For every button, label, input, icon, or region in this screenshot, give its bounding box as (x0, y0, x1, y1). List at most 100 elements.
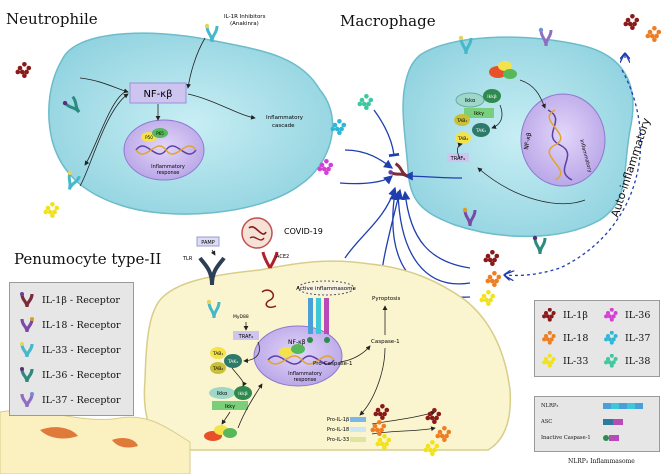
cytokine-cluster (317, 158, 334, 176)
svg-text:TRAF₆: TRAF₆ (450, 156, 466, 162)
il37-cluster-icon (604, 331, 618, 345)
svg-text:Ikkγ: Ikkγ (225, 404, 235, 410)
il33-receptor-icon (20, 342, 34, 358)
ikky-icon (464, 108, 494, 118)
il36-receptor-icon (62, 95, 81, 114)
cytokine-cluster (43, 201, 60, 219)
receptor-legend: IL-1β - Receptor IL-18 - Receptor IL-33 … (9, 282, 134, 416)
covid-virus-icon (241, 217, 273, 249)
il33-receptor-icon (67, 170, 81, 191)
nlrp3-icon (603, 403, 643, 409)
pro-il18-label: Pro-IL-18 (327, 427, 349, 433)
pamp-label: PAMP (201, 240, 214, 246)
nfkb-box-neutrophil (129, 82, 187, 104)
nlrp3-legend: NLRP₃ ASC Inactive Caspase-1 (534, 396, 660, 452)
cytokine-cluster (330, 118, 347, 136)
cytokine-cluster-icon (604, 331, 618, 345)
cytokine-cluster (485, 270, 502, 288)
inflammasome-complex (307, 298, 330, 343)
legend-item: IL-38 (603, 354, 650, 368)
il1b-receptor-icon (20, 292, 34, 308)
svg-text:Ikkα: Ikkα (465, 98, 476, 104)
inflammatory-cascade-label: Inflammatory (266, 115, 304, 121)
nfkb-label-neutrophil: NF-κβ (143, 89, 172, 100)
il33-receptor-icon (458, 35, 473, 55)
ikkb-icon (483, 89, 501, 103)
svg-text:TRAF₆: TRAF₆ (238, 334, 254, 340)
legend-item: IL-33 (541, 354, 588, 368)
legend-item: Inactive Caspase-1 (541, 435, 661, 441)
tlr-receptor (198, 256, 226, 286)
il38-cluster-icon (604, 354, 618, 368)
legend-item: IL-1β (541, 308, 588, 322)
nlrp3-legend-caption: NLRP₃ Inflammasome (568, 458, 635, 465)
svg-text:TAB₂: TAB₂ (212, 366, 224, 372)
cytokine-cluster (483, 249, 500, 267)
svg-text:response: response (294, 377, 317, 383)
neutrophil-title: Neutrophile (6, 10, 98, 28)
cytokine-cluster (435, 425, 452, 443)
legend-item: IL-1β - Receptor (18, 289, 120, 311)
active-inflammasome-badge (297, 280, 355, 296)
p65-subunit (152, 128, 168, 138)
svg-text:NF-κβ: NF-κβ (288, 339, 306, 346)
legend-item: IL-18 - Receptor (18, 314, 121, 336)
cytokine-cluster (15, 61, 32, 79)
legend-item: NLRP₃ (541, 403, 661, 409)
il33-receptor-icon (206, 299, 221, 319)
svg-text:TAB₁: TAB₁ (212, 351, 224, 357)
svg-text:Ikkγ: Ikkγ (474, 111, 484, 117)
cytokine-cluster (479, 289, 496, 307)
tab1-icon (454, 114, 470, 126)
legend-item: IL-37 (603, 331, 650, 345)
legend-item: IL-36 (603, 308, 650, 322)
il18-receptor-icon (20, 317, 34, 333)
neutrophil-cell (48, 32, 334, 215)
receptor-icons (62, 23, 553, 319)
tab2-icon (455, 132, 471, 144)
cytokine-cluster-icon (542, 331, 556, 345)
cytokine-clusters (15, 13, 662, 457)
cytokine-cluster (645, 25, 662, 43)
il1b-cluster-icon (542, 308, 556, 322)
pamp-box (196, 236, 220, 247)
nucleus-macrophage (520, 93, 606, 187)
cytokine-cluster-icon (604, 308, 618, 322)
cytokine-cluster-icon (542, 354, 556, 368)
traf6-box-pneumocyte (233, 331, 259, 340)
svg-text:Inflammatory: Inflammatory (288, 371, 322, 377)
svg-text:Inflammatory: Inflammatory (151, 164, 185, 170)
il37-receptor-icon (538, 27, 553, 47)
il1b-receptor-icon (388, 162, 408, 178)
ace2-receptor (261, 251, 279, 269)
svg-text:Ikkβ: Ikkβ (487, 94, 497, 100)
svg-text:Active inflammasome: Active inflammasome (296, 286, 356, 292)
tlr-label: TLR (182, 256, 193, 262)
covid-label: COVID-19 (284, 227, 323, 236)
svg-text:TAK₁: TAK₁ (227, 359, 238, 365)
svg-text:P65: P65 (156, 131, 164, 136)
il33-cluster-icon (542, 354, 556, 368)
svg-text:NF-κβ: NF-κβ (523, 132, 533, 151)
cytokine-cluster (357, 93, 374, 111)
il37-receptor-icon (20, 392, 34, 408)
pneumocyte-title: Penumocyte type-II (14, 250, 161, 268)
legend-item: IL-18 (541, 331, 588, 345)
myd88-label: MyD88 (233, 314, 249, 320)
il36-receptor-icon (532, 235, 547, 255)
cytokine-cluster-icon (542, 308, 556, 322)
cytokine-cluster (375, 433, 392, 451)
il18-receptor-icon (462, 207, 477, 227)
il1r-inhibitor-label: IL-1R Inhibitors (224, 14, 266, 20)
asc-icon (603, 419, 623, 425)
ace2-label: ACE2 (276, 254, 289, 260)
cytokine-cluster (370, 419, 387, 437)
ikka-icon (455, 92, 485, 108)
legend-item: IL-37 - Receptor (18, 389, 121, 411)
svg-text:P50: P50 (145, 135, 153, 140)
pro-caspase-label: Pro-Caspase-1 (313, 361, 352, 367)
svg-text:cascade: cascade (272, 123, 295, 129)
tak1-icon (472, 123, 490, 137)
cytokine-cluster (373, 403, 390, 421)
